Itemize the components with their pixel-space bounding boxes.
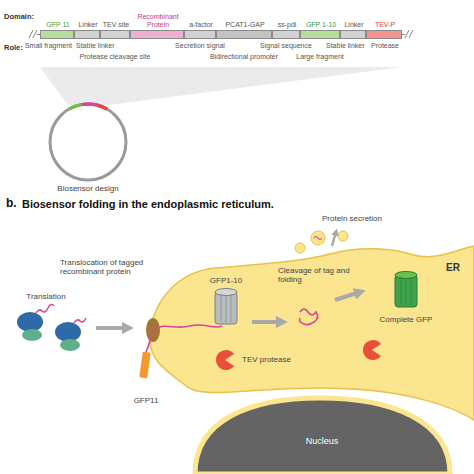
domain-segment: Linker: [340, 30, 366, 39]
annotation-label: Translation: [26, 292, 65, 301]
panel-heading: b.: [6, 197, 17, 211]
annotation-label: ER: [446, 262, 460, 274]
domain-label: TEV-P: [364, 21, 406, 29]
domain-label: TEV site: [98, 21, 134, 29]
domain-segment: ss-pdi: [272, 30, 300, 39]
domain-segment: TEV-P: [366, 30, 402, 39]
domain-segment: TEV site: [100, 30, 130, 39]
annotation-label: Complete GFP: [380, 315, 433, 324]
domain-label: Linker: [338, 21, 370, 29]
role-label: Stable linker: [76, 42, 115, 50]
domain-label: GFP 11: [38, 21, 78, 29]
er-lumen: [150, 246, 474, 420]
translocon: [146, 318, 160, 342]
role-label: Small fragment: [25, 42, 72, 50]
annotation-label: Nucleus: [306, 436, 339, 446]
role-label: Large fragment: [296, 53, 343, 61]
role-label: Domain:: [4, 13, 34, 22]
domain-segment: PCAT1-GAP: [216, 30, 272, 39]
annotation-label: GFP1-10: [210, 276, 242, 285]
panel-heading: Biosensor folding in the endoplasmic ret…: [22, 198, 274, 211]
secretion-arrow: [332, 232, 336, 246]
plasmid-arc: [98, 105, 107, 109]
role-label: Signal sequence: [260, 42, 312, 50]
domain-segment: GFP 1-10: [300, 30, 340, 39]
secreted-protein: [314, 237, 322, 240]
role-label: Role:: [4, 44, 23, 53]
role-label: Secretion signal: [175, 42, 225, 50]
domain-label: a-factor: [182, 21, 220, 29]
domain-segment: Linker: [74, 30, 100, 39]
role-label: Protease cleavage site: [80, 53, 151, 61]
role-label: Protease: [371, 42, 399, 50]
nucleus: [195, 398, 450, 474]
vesicle: [338, 231, 348, 241]
plasmid-circle: [50, 104, 126, 180]
domain-label: ss-pdi: [270, 21, 304, 29]
folded-protein: [300, 309, 318, 325]
domain-label: PCAT1-GAP: [214, 21, 276, 29]
plasmid-arc: [69, 105, 81, 110]
ribosome: [17, 304, 86, 351]
gfp1-10-barrel: [215, 289, 237, 325]
domain-segment: Recombinant Protein: [130, 30, 184, 39]
gfp11-tag: [139, 352, 151, 379]
annotation-label: GFP11: [134, 396, 159, 405]
annotation-label: Biosensor design: [57, 184, 118, 193]
domain-label: GFP 1-10: [298, 21, 344, 29]
domain-segment: GFP 11: [40, 30, 74, 39]
process-arrow: [252, 320, 282, 324]
annotation-label: Protein secretion: [322, 214, 382, 223]
complete-gfp-barrel: [395, 272, 417, 308]
domain-label: Recombinant Protein: [128, 13, 188, 29]
tev-protease: [363, 340, 381, 360]
annotation-label: TEV protease: [242, 355, 291, 364]
role-label: Bidirectional promoter: [210, 53, 278, 61]
annotation-label: Translocation of tagged recombinant prot…: [60, 258, 152, 276]
vesicle: [311, 231, 325, 245]
annotation-label: Cleavage of tag and folding: [278, 266, 354, 284]
process-arrow: [335, 292, 360, 300]
process-arrow: [96, 326, 128, 330]
tev-protease: [216, 350, 234, 370]
break-mark: [29, 30, 413, 38]
zoom-funnel: [40, 67, 402, 105]
domain-segment: a-factor: [184, 30, 216, 39]
vesicle: [295, 243, 305, 253]
plasmid-arc: [81, 104, 97, 105]
nascent-chain: [146, 325, 222, 352]
role-label: Stable linker: [326, 42, 365, 50]
domain-label: Linker: [72, 21, 104, 29]
